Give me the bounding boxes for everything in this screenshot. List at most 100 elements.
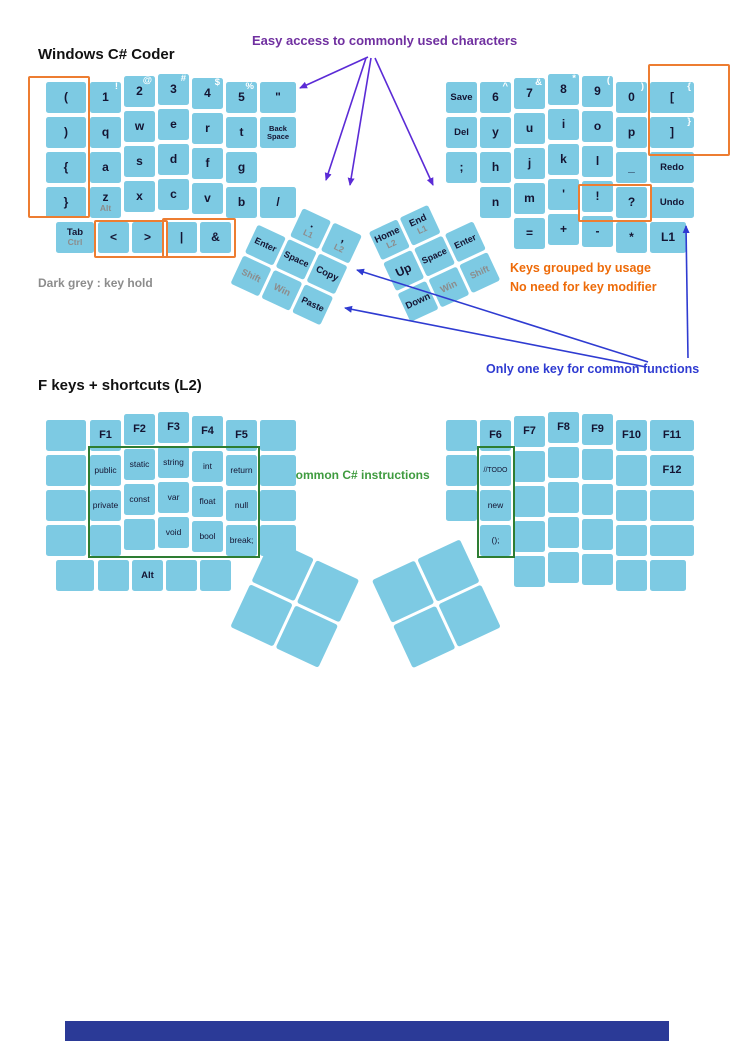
key-5: %5 — [226, 81, 257, 113]
key-f9: F9 — [582, 414, 613, 445]
key-label: f — [205, 156, 210, 171]
key-del: Del — [446, 117, 477, 148]
key-label: g — [237, 160, 246, 175]
key-blank — [446, 490, 477, 521]
key-shift-sublabel: ! — [114, 81, 118, 92]
key-label: 3 — [170, 82, 177, 97]
key-shift-sublabel: * — [572, 73, 576, 84]
key-blank — [514, 556, 545, 587]
key-label: Up — [393, 260, 414, 281]
key-label: new — [487, 500, 504, 511]
key-label: F5 — [235, 428, 248, 441]
key-string: string — [158, 447, 189, 478]
key-blank — [582, 554, 613, 585]
key-blank — [582, 519, 613, 550]
key-blank — [260, 420, 296, 451]
key-f8: F8 — [548, 412, 579, 443]
key-label: c — [170, 187, 177, 202]
key-label: Win — [438, 277, 459, 296]
note-easy-access: Easy access to commonly used characters — [252, 33, 518, 48]
key-r: r — [192, 113, 223, 144]
key-symbol: | — [166, 222, 197, 253]
key-label: = — [525, 226, 533, 241]
key-label: 2 — [136, 84, 143, 99]
key-b: b — [226, 187, 257, 218]
key-label: ( — [64, 90, 68, 105]
key-symbol: ) — [46, 117, 86, 148]
key-f2: F2 — [124, 414, 155, 445]
key-todo: //TODO — [480, 455, 511, 486]
key-hold-label: L1 — [301, 226, 315, 241]
key-blank — [514, 451, 545, 482]
key-label: F11 — [662, 428, 682, 441]
key-label: F8 — [557, 420, 570, 433]
key-t: t — [226, 117, 257, 148]
key-label: F9 — [591, 422, 604, 435]
key-label: Enter — [452, 231, 478, 251]
key-symbol: = — [514, 218, 545, 249]
key-shift-sublabel: $ — [214, 77, 220, 88]
key-label: e — [170, 117, 177, 132]
key-void: void — [158, 517, 189, 548]
key-public: public — [90, 455, 121, 486]
key-shift-sublabel: ( — [606, 75, 610, 86]
key-symbol: (); — [480, 525, 511, 556]
key-blank — [90, 525, 121, 556]
key-blank — [548, 482, 579, 513]
key-label: x — [136, 189, 143, 204]
key-symbol: ( — [46, 82, 86, 113]
key-label: static — [129, 459, 150, 470]
key-blank — [166, 560, 197, 591]
key-label: L1 — [660, 230, 675, 245]
key-label: j — [527, 156, 532, 171]
key-label: ' — [562, 187, 565, 202]
key-label: F4 — [201, 424, 214, 437]
key-blank — [514, 486, 545, 517]
key-label: Space — [282, 248, 311, 270]
key-blank — [260, 455, 296, 486]
key-label: Back Space — [266, 123, 290, 141]
key-label: Undo — [659, 196, 685, 208]
key-blank — [616, 525, 647, 556]
note-common-cs-instructions: Common C# instructions — [287, 468, 430, 482]
key-8: *8 — [548, 73, 579, 105]
key-label: 4 — [204, 86, 211, 101]
key-label: _ — [628, 160, 635, 175]
key-label: l — [595, 154, 600, 169]
key-label: string — [163, 457, 184, 468]
key-label: null — [234, 500, 249, 511]
key-label: t — [239, 125, 244, 140]
key-symbol: { — [46, 152, 86, 183]
key-hold-label: Ctrl — [67, 236, 83, 247]
key-null: null — [226, 490, 257, 521]
key-label: F3 — [167, 420, 180, 433]
key-symbol: }] — [650, 116, 694, 148]
key-backspace: Back Space — [260, 117, 296, 148]
key-undo: Undo — [650, 187, 694, 218]
key-label: ] — [670, 125, 674, 140]
key-p: p — [616, 117, 647, 148]
key-symbol: } — [46, 187, 86, 218]
key-label: 1 — [102, 90, 109, 105]
key-label: public — [94, 465, 117, 476]
key-label: Paste — [299, 294, 326, 314]
key-blank — [56, 560, 94, 591]
key-symbol: ! — [582, 181, 613, 212]
key-label: r — [205, 121, 210, 136]
key-save: Save — [446, 82, 477, 113]
key-blank — [446, 420, 477, 451]
key-label: float — [199, 496, 216, 507]
key-symbol: _ — [616, 152, 647, 183]
key-hold-label: Alt — [99, 202, 112, 213]
key-n: n — [480, 187, 511, 218]
key-hold-label: L2 — [332, 241, 346, 255]
key-e: e — [158, 109, 189, 140]
key-label: ; — [459, 160, 464, 175]
key-f: f — [192, 148, 223, 179]
key-label: F10 — [622, 428, 641, 441]
key-symbol: & — [200, 222, 231, 253]
key-hold-label: L1 — [415, 222, 429, 236]
key-i: i — [548, 109, 579, 140]
key-symbol: < — [98, 222, 129, 253]
